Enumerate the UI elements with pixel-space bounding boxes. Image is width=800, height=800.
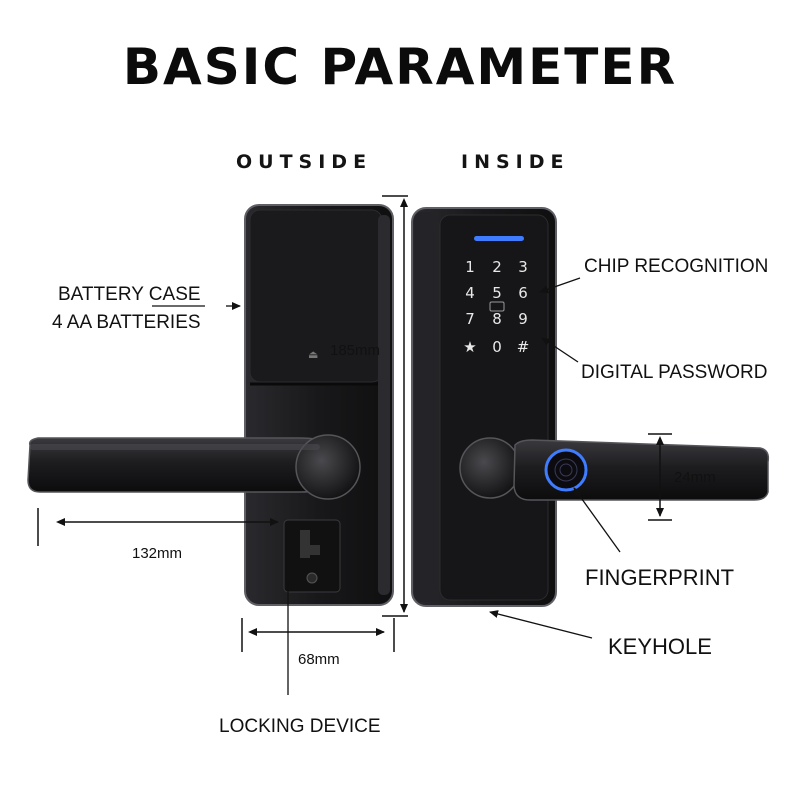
battery-case-label: BATTERY CASE (58, 284, 201, 305)
locking-device-label: LOCKING DEVICE (219, 716, 381, 737)
eject-icon: ⏏ (308, 348, 318, 361)
handle-height-dimension: 24mm (674, 469, 716, 486)
inside-view-label: INSIDE (461, 151, 570, 173)
fingerprint-label: FINGERPRINT (585, 565, 735, 590)
inside-handle-rose (459, 437, 521, 499)
key-2[interactable]: 2 (492, 258, 502, 276)
dimension-lines (37, 195, 672, 652)
height-dimension: 185mm (330, 342, 381, 359)
inside-lock: 1 2 3 4 5 6 7 8 9 ★ 0 # (411, 207, 770, 607)
locking-device (283, 519, 341, 593)
fingerprint-icon (554, 458, 578, 482)
key-6[interactable]: 6 (518, 284, 528, 302)
width-dimension: 68mm (298, 651, 340, 668)
handle-length-dimension: 132mm (132, 545, 183, 562)
keypad: 1 2 3 4 5 6 7 8 9 ★ 0 # (463, 258, 529, 356)
keyhole-outside (306, 572, 318, 584)
key-3[interactable]: 3 (518, 258, 528, 276)
card-chip-icon (489, 301, 505, 312)
page-title: BASIC PARAMETER (122, 38, 678, 96)
key-9[interactable]: 9 (518, 310, 528, 328)
key-1[interactable]: 1 (465, 258, 475, 276)
callout-leaders (152, 277, 621, 695)
batteries-label: 4 AA BATTERIES (52, 312, 201, 333)
key-5[interactable]: 5 (492, 284, 502, 302)
chip-recognition-label: CHIP RECOGNITION (584, 256, 769, 277)
outside-lock: ⏏ (27, 204, 394, 606)
status-light (474, 236, 524, 241)
outside-handle-rose (295, 434, 361, 500)
digital-password-label: DIGITAL PASSWORD (581, 362, 768, 383)
key-hash[interactable]: # (517, 338, 530, 356)
key-8[interactable]: 8 (492, 310, 502, 328)
outside-view-label: OUTSIDE (236, 151, 373, 173)
key-0[interactable]: 0 (492, 338, 502, 356)
keypad-panel (439, 214, 549, 601)
keyhole-label: KEYHOLE (608, 634, 712, 659)
fingerprint-sensor[interactable] (544, 448, 588, 492)
key-7[interactable]: 7 (465, 310, 475, 328)
key-4[interactable]: 4 (465, 284, 475, 302)
key-star[interactable]: ★ (463, 338, 476, 356)
